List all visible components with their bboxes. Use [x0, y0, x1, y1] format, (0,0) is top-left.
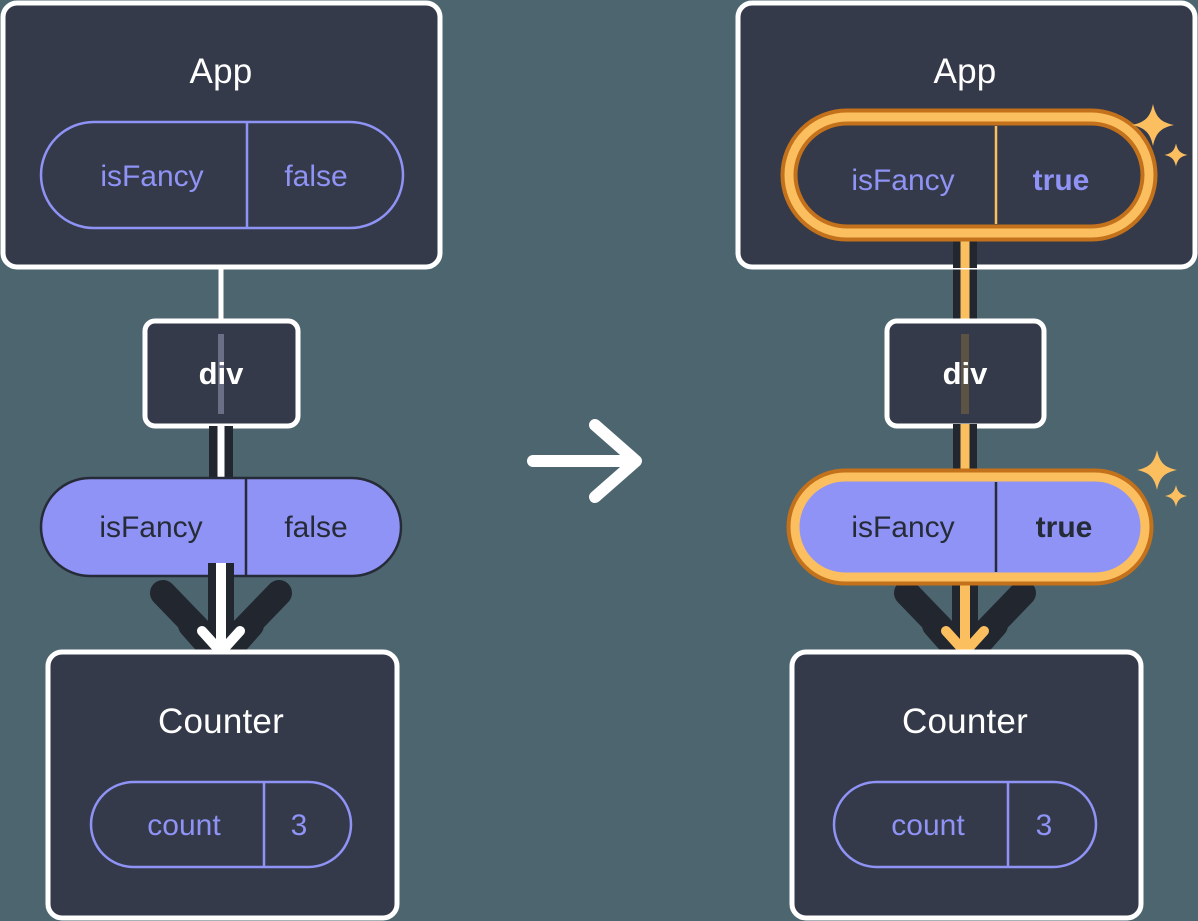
sparkle-small-icon: [1165, 485, 1187, 507]
app-prop-pill: [39, 120, 405, 230]
pill-outline: [39, 120, 405, 230]
app-box: [0, 0, 443, 270]
prop-pill: [39, 476, 403, 578]
highlight-ring-inner: [790, 472, 1150, 582]
app-prop-pill: [780, 108, 1158, 242]
prop-pill: [786, 468, 1154, 586]
counter-state-pill: [89, 780, 353, 869]
sparkle-icon: [1137, 450, 1177, 490]
counter-box: [789, 649, 1144, 921]
transition-arrow-right-icon: [527, 419, 642, 503]
pill-outline: [89, 780, 353, 869]
counter-box: [45, 649, 400, 921]
flow-arrow-down: [163, 563, 279, 661]
highlight-ring-outer: [780, 108, 1158, 242]
pill-body: [39, 476, 403, 578]
panel-after: [735, 0, 1198, 921]
highlight-ring-inner: [784, 112, 1154, 238]
pill-outline: [832, 780, 1098, 869]
panel-before: [0, 0, 443, 921]
counter-state-pill: [832, 780, 1098, 869]
